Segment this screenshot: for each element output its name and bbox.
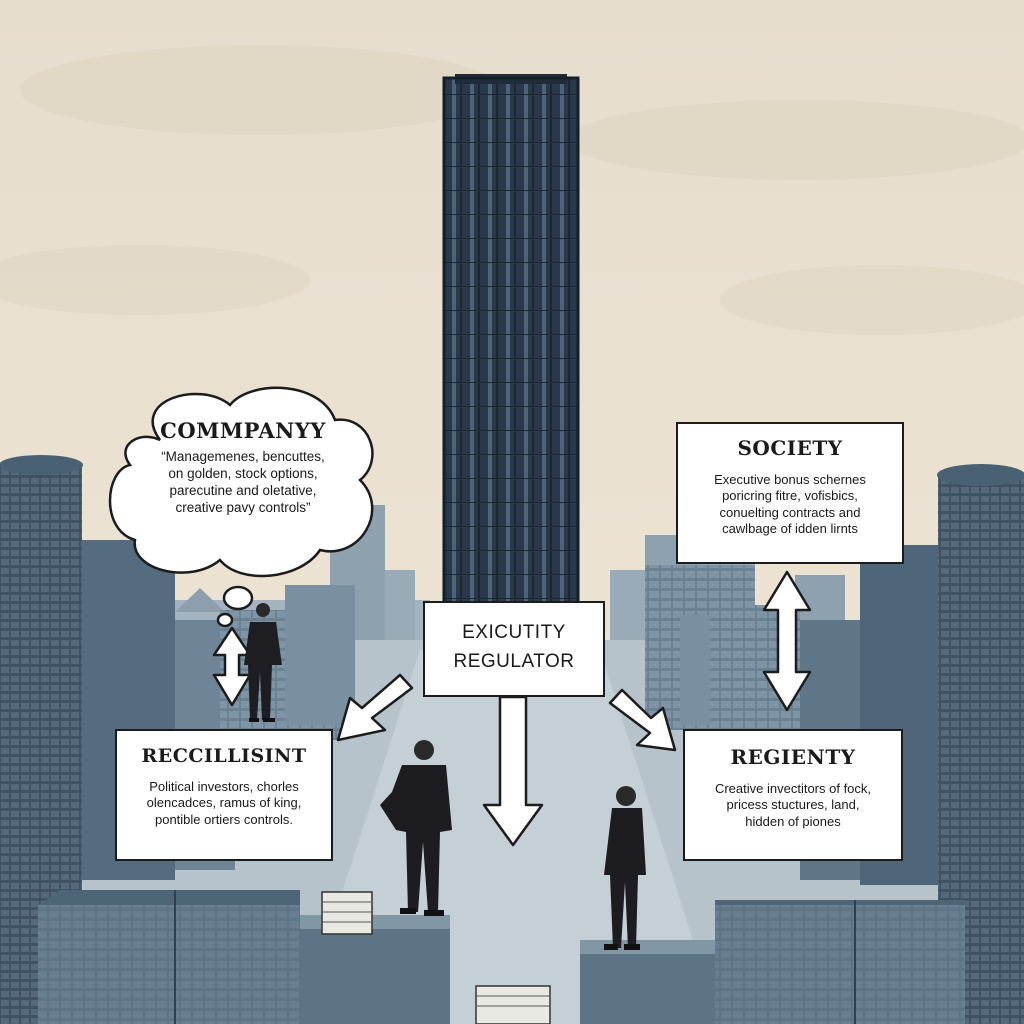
cloud [720,265,1024,335]
company-line: parecutine and oletative, [169,482,317,498]
recollisint-line: pontible ortiers controls. [154,811,293,827]
company-title: COMMPANYY [160,418,326,443]
regienty-line: pricess stuctures, land, [726,797,860,813]
paper-stack-icon [475,985,551,1024]
society-line: poricring fitre, vofisbics, [722,488,858,504]
regulator-title-line: REGULATOR [453,650,575,672]
recollisint-box: RECCILLISINT Political investors, chorle… [115,729,333,861]
company-line: creative pavy controls” [175,499,311,515]
recollisint-text: Political investors, chorles olencadces,… [117,779,331,828]
regienty-title: REGIENTY [730,745,856,769]
cloud [0,245,310,315]
society-text: Executive bonus schernes poricring fitre… [678,472,902,537]
thought-bubble-icon [108,386,374,628]
central-tower [442,74,580,625]
society-line: conuelting contracts and [719,504,861,520]
society-line: Executive bonus schernes [714,472,866,487]
regulator-title-line: EXICUTITY [462,622,566,643]
double-arrow-vertical-icon [762,570,812,712]
company-line: “Managemenes, bencuttes, [161,449,325,464]
arrow-down-left-icon [336,673,414,742]
cloud [570,100,1024,180]
company-text: “Managemenes, bencuttes, on golden, stoc… [118,449,368,517]
company-bubble: COMMPANYY “Managemenes, bencuttes, on go… [118,418,368,558]
recollisint-line: olencadces, ramus of king, [146,795,302,811]
recollisint-title: RECCILLISINT [141,745,307,767]
regienty-text: Creative invectitors of fock, pricess st… [685,781,901,830]
society-box: SOCIETY Executive bonus schernes poricri… [676,422,904,564]
arrow-down-right-icon [608,688,677,752]
society-line: cawlbage of idden lirnts [722,520,858,536]
regulator-box: EXICUTITY REGULATOR [423,601,605,697]
businesswoman-icon [604,786,646,950]
society-title: SOCIETY [737,436,843,460]
regienty-line: Creative invectitors of fock, [714,781,872,796]
regulator-title: EXICUTITY REGULATOR [425,619,603,676]
company-line: on golden, stock options, [168,465,318,481]
paper-stack-icon [321,891,373,935]
cloud [20,45,500,135]
arrow-down-icon [482,695,544,847]
foreground-rooftops [38,890,965,1024]
regienty-box: REGIENTY Creative invectitors of fock, p… [683,729,903,861]
recollisint-line: Political investors, chorles [149,779,299,794]
businessman-icon [380,740,452,916]
businessman-icon [244,603,282,722]
regienty-line: hidden of piones [745,813,841,829]
double-arrow-vertical-icon [212,626,252,707]
